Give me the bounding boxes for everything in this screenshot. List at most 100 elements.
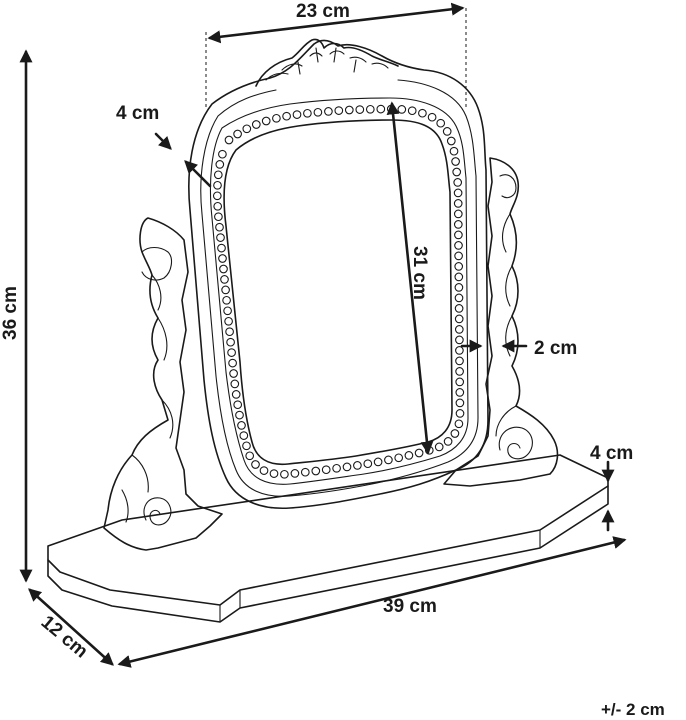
frame-bead [220,275,229,284]
frame-bead [213,180,222,190]
mirror-frame [188,38,489,510]
frame-bead [454,230,463,240]
label-frame-width: 23 cm [296,1,350,22]
frame-bead [454,314,464,324]
arrow-mirror-height [386,101,434,455]
frame-bead [212,191,222,201]
frame-bead [434,442,444,452]
left-support-outline [103,217,223,551]
frame-bead [231,390,241,399]
frame-bead [452,167,462,177]
frame-bead [282,111,291,121]
frame-bead [224,135,234,145]
frame-bead [213,201,223,211]
frame-bead [239,431,249,440]
label-total-height: 36 cm [0,286,21,340]
frame-bead [216,233,225,242]
frame-bead [436,118,446,128]
frame-bead [454,283,464,292]
frame-bead [303,108,312,118]
frame-bead [245,451,255,461]
frame-bead [453,209,463,219]
frame-bead [363,459,373,469]
frame-bead [414,448,424,458]
frame-bead [242,124,252,134]
frame-bead [453,220,463,229]
frame-bead [280,469,289,479]
frame-bead [455,335,464,345]
right-support [443,157,559,487]
frame-bead [454,419,464,429]
right-support-outline [443,157,559,487]
right-support-knob [499,174,517,199]
label-frame-border: 4 cm [116,103,159,124]
frame-bead [455,367,464,376]
frame-bead [454,325,464,334]
frame-bead [384,455,393,465]
base-top-face [47,454,609,606]
frame-bead [251,120,261,129]
base-inner-edge [219,529,541,623]
frame-bead [404,451,414,460]
frame-bead [233,400,243,410]
frame-bead [227,348,236,357]
frame-bead [230,379,240,389]
arrow-base-depth [28,588,114,666]
frame-bead [454,272,464,282]
arrow-frame-border [154,132,172,150]
mirror-base [47,454,609,623]
arrow-base-width [117,536,627,668]
frame-bead [321,465,331,475]
frame-bead [397,105,407,114]
frame-bead [222,295,231,305]
frame-bead [455,346,464,355]
frame-bead [446,136,456,146]
frame-bead [226,337,235,347]
dimension-guides [205,8,467,108]
frame-bead [215,222,224,232]
frame-bead [454,251,463,261]
frame-bead [453,199,463,208]
frame-bead [450,429,460,438]
left-support-scroll [143,497,172,526]
frame-bead [442,127,452,136]
frame-bead [373,457,383,467]
frame-bead [454,262,464,271]
right-support-leaf [495,213,517,437]
base-front-edge [47,485,609,623]
frame-bead [365,104,375,114]
frame-bead [259,466,269,475]
frame-bead [223,306,232,316]
frame-bead [449,146,459,156]
frame-bead [407,106,417,116]
frame-bead [453,188,463,198]
frame-bead [454,241,463,250]
frame-bead [453,178,463,187]
dimension-arrows [19,2,627,668]
frame-bead [454,304,464,313]
frame-bead [215,160,225,169]
left-support-leaf-a [131,317,174,493]
arrow-frame-width [207,2,465,44]
frame-bead [251,460,260,469]
label-base-height: 4 cm [590,443,633,464]
frame-bead [455,409,465,418]
frame-bead [455,398,465,408]
frame-bead [292,110,302,119]
frame-bead [355,105,365,114]
frame-bead [235,410,244,420]
frame-bead [229,369,238,378]
frame-bead [272,113,281,123]
label-base-width: 39 cm [383,596,437,617]
frame-bead [217,243,226,253]
left-support-knob [141,246,173,281]
label-tolerance: +/- 2 cm [601,700,665,719]
frame-bead [242,441,251,451]
frame-bead [376,104,386,114]
frame-bead [324,107,333,116]
frame-bead [451,157,460,166]
frame-bead [394,453,404,463]
frame-bead [353,461,362,470]
